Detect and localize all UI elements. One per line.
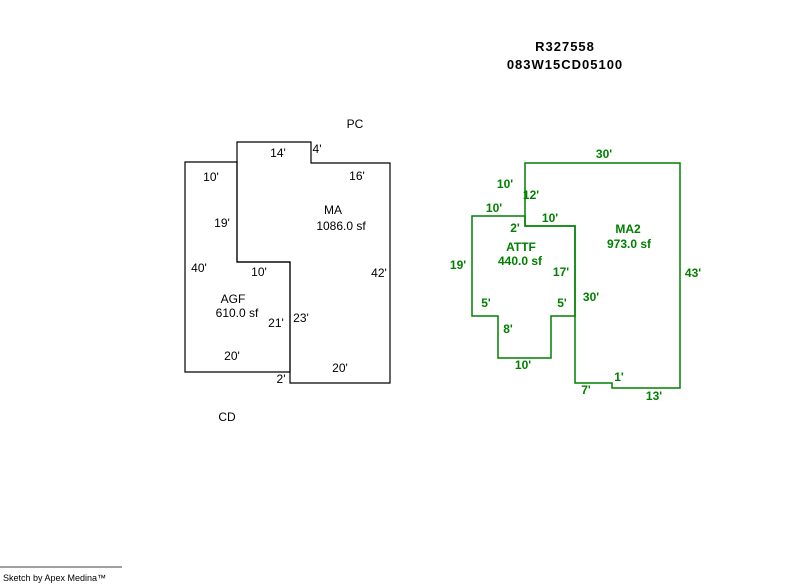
dim-label: 1' <box>614 370 624 384</box>
dim-label: 21' <box>268 316 284 330</box>
dim-label: 2' <box>510 221 520 235</box>
area-size-ma: 1086.0 sf <box>316 219 366 233</box>
attf-outline <box>471 215 576 359</box>
dim-label: 20' <box>224 349 240 363</box>
dim-label: 10' <box>542 211 558 225</box>
area-name-ma2: MA2 <box>615 222 641 236</box>
dim-label: 14' <box>270 146 286 160</box>
dim-label: 12' <box>523 188 539 202</box>
dim-label: 20' <box>332 361 348 375</box>
dim-label: 4' <box>313 142 322 156</box>
dim-label: 30' <box>596 147 612 161</box>
dim-label: 5' <box>557 296 567 310</box>
area-size-agf: 610.0 sf <box>216 306 259 320</box>
ma2-outline <box>524 162 681 389</box>
dim-label: 10' <box>497 177 513 191</box>
dim-label: 42' <box>371 266 387 280</box>
dim-label: 10' <box>251 265 267 279</box>
area-name-agf: AGF <box>221 292 246 306</box>
dim-label: 23' <box>293 311 309 325</box>
sketch-credit: Sketch by Apex Medina™ <box>3 573 106 583</box>
record-id: R327558 <box>535 39 595 54</box>
dim-label: 2' <box>277 372 286 386</box>
dim-label: 17' <box>553 265 569 279</box>
ma-outline <box>236 141 391 384</box>
dim-label: 13' <box>646 389 662 403</box>
dim-label: 30' <box>583 290 599 304</box>
dim-label: 19' <box>214 216 230 230</box>
dim-label: 7' <box>581 383 591 397</box>
area-size-ma2: 973.0 sf <box>607 237 652 251</box>
parcel-id: 083W15CD05100 <box>507 57 623 72</box>
cd-label: CD <box>218 410 236 424</box>
dim-label: 43' <box>685 266 701 280</box>
dim-label: 40' <box>191 261 207 275</box>
area-name-ma: MA <box>324 203 342 217</box>
dim-label: 10' <box>515 358 531 372</box>
dim-label: 10' <box>486 201 502 215</box>
pc-label: PC <box>347 117 364 131</box>
area-name-attf: ATTF <box>506 240 536 254</box>
dim-label: 5' <box>481 296 491 310</box>
dim-label: 19' <box>450 258 466 272</box>
dim-label: 10' <box>203 170 219 184</box>
dim-label: 16' <box>349 169 365 183</box>
area-size-attf: 440.0 sf <box>498 254 543 268</box>
dim-label: 8' <box>503 322 513 336</box>
